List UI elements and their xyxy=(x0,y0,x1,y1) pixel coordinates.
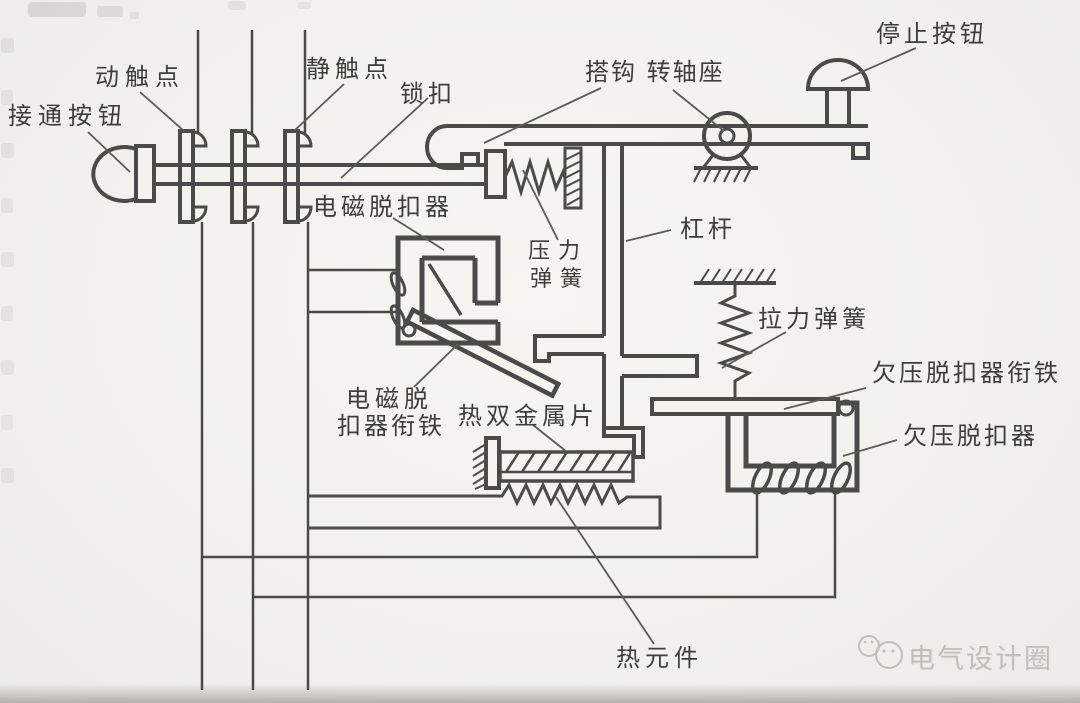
label-uv-release: 欠压脱扣器 xyxy=(903,422,1038,450)
tension-spring-shape xyxy=(694,268,776,399)
heater-element-shape xyxy=(308,481,662,530)
watermark: 电气设计圈 电气设计圈 xyxy=(858,635,1054,676)
bimetal-strip-shape xyxy=(472,436,635,490)
supply-wires-top xyxy=(196,30,307,133)
em-release-shape xyxy=(308,235,501,346)
uv-release-shape xyxy=(650,397,860,495)
pressure-spring xyxy=(503,146,583,210)
em-armature-shape xyxy=(404,306,562,399)
pivot-seat xyxy=(693,111,758,183)
label-latch: 锁扣 xyxy=(400,80,456,108)
stop-button-shape xyxy=(805,58,871,126)
label-heater-element: 热元件 xyxy=(616,644,703,672)
label-em-armature-1: 电磁脱 xyxy=(346,385,433,413)
label-hook-and-pivot-seat: 搭钩 转轴座 xyxy=(585,58,725,86)
label-em-armature-2: 扣器衔铁 xyxy=(337,412,445,440)
label-bimetal-strip: 热双金属片 xyxy=(458,402,598,430)
trip-bar-and-hook xyxy=(425,124,870,170)
watermark-logo-icon xyxy=(858,635,903,669)
lever-shape xyxy=(533,144,699,459)
label-pressure-spring-1: 压力 xyxy=(528,239,588,264)
label-moving-contact: 动触点 xyxy=(95,63,185,91)
label-pressure-spring-2: 弹簧 xyxy=(530,267,590,292)
pointer-lines xyxy=(87,47,917,645)
contact-bridges xyxy=(178,129,313,224)
labels: 接通按钮 动触点 静触点 锁扣 电磁脱扣器 搭钩 转轴座 停止按钮 压力 弹簧 … xyxy=(8,20,1061,672)
label-lever: 杠杆 xyxy=(680,215,736,243)
label-uv-release-armature: 欠压脱扣器衔铁 xyxy=(872,359,1061,387)
label-static-contact: 静触点 xyxy=(306,55,393,83)
watermark-text-highlight: 电气设计圈 xyxy=(909,645,1054,676)
label-tension-spring: 拉力弹簧 xyxy=(758,305,870,333)
on-button-and-rod xyxy=(91,144,507,203)
label-on-button: 接通按钮 xyxy=(8,102,128,130)
wiring-bottom xyxy=(200,222,837,690)
label-em-release: 电磁脱扣器 xyxy=(313,193,453,221)
label-stop-button: 停止按钮 xyxy=(876,20,988,48)
watermark-text: 电气设计圈 xyxy=(908,644,1053,675)
